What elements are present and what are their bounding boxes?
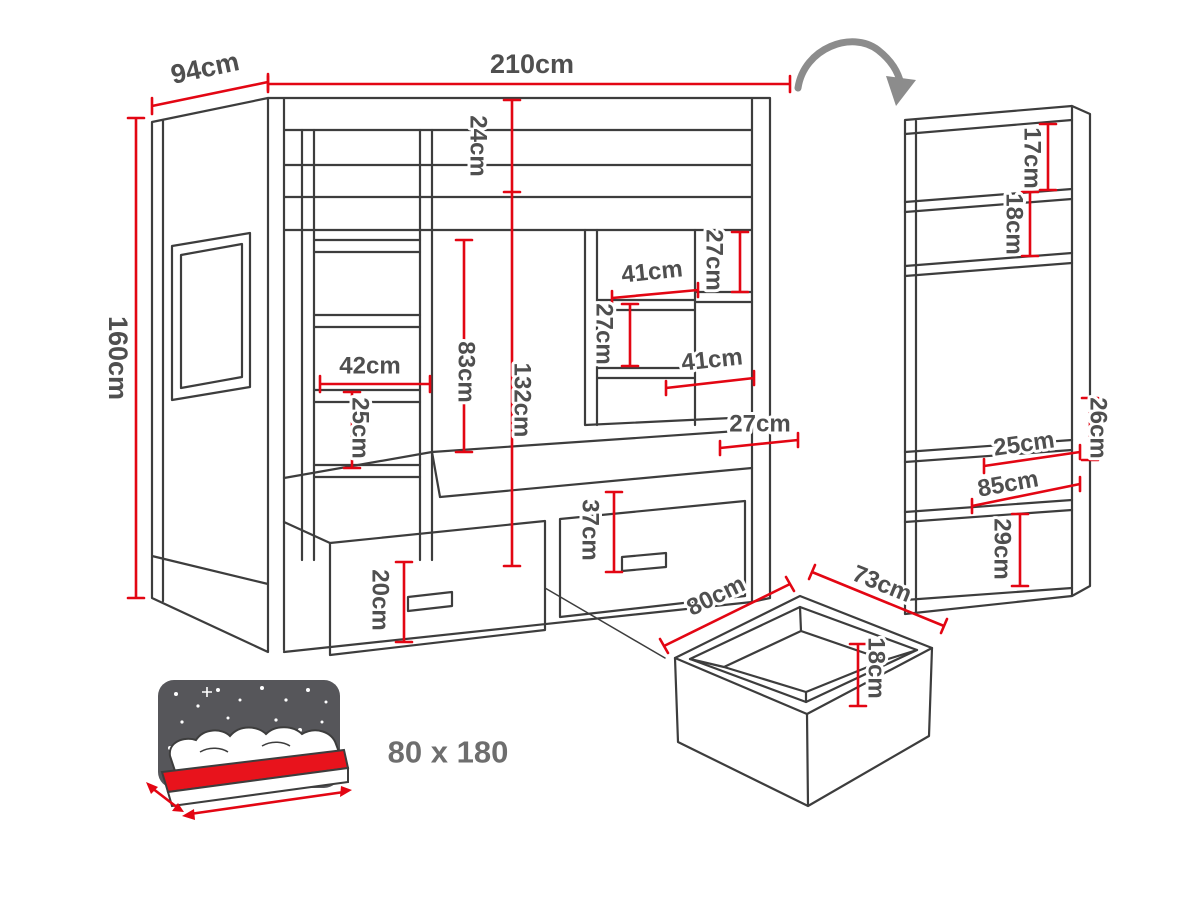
rotate-arrow-curve xyxy=(794,38,905,92)
dim-drawer-80: 80cm xyxy=(682,570,749,621)
dimline-83 xyxy=(454,238,474,454)
side-view-cabinet xyxy=(903,104,1092,616)
dimline-shelf-41b xyxy=(664,369,756,397)
dimline-drawer-80 xyxy=(658,575,796,655)
drawer-handles xyxy=(406,551,668,613)
bed-line-art xyxy=(150,96,1092,808)
dimline-shelf-41a xyxy=(610,281,700,307)
dim-side-17: 17cm xyxy=(1019,127,1046,188)
dim-side-26: 26cm xyxy=(1085,397,1112,458)
dimline-rail-24 xyxy=(502,98,522,194)
dimline-shelf-27a xyxy=(730,230,750,294)
cabinet-shelves xyxy=(903,118,1074,602)
dimline-shelf-depth-27 xyxy=(718,431,800,457)
rotate-arrow-head xyxy=(886,76,916,106)
ladder-rails xyxy=(300,128,434,562)
dim-depth-94: 94cm xyxy=(168,46,242,90)
dimline-side-25 xyxy=(982,443,1082,475)
dimension-labels: 94cm 210cm 160cm 24cm 132cm 83cm 42cm 25… xyxy=(100,43,1115,770)
dimline-width-210 xyxy=(266,74,792,94)
shelf-unit xyxy=(583,228,754,427)
cabinet-outline xyxy=(903,104,1092,616)
dim-shelf-27b: 27cm xyxy=(591,303,618,364)
drawer-body xyxy=(673,646,934,808)
dim-step-25: 25cm xyxy=(347,397,374,458)
dim-side-29: 29cm xyxy=(989,518,1016,579)
dim-side-18: 18cm xyxy=(1001,193,1028,254)
dimline-side-26 xyxy=(1080,396,1100,462)
drawer-box xyxy=(673,594,934,808)
dim-shelf-depth-27: 27cm xyxy=(729,411,790,438)
panel-window xyxy=(170,231,252,402)
dimline-plinth-20 xyxy=(394,560,414,644)
duvet-folds xyxy=(199,741,291,753)
dim-shelf-27a: 27cm xyxy=(701,229,728,290)
dim-drawer-18: 18cm xyxy=(863,637,890,698)
dim-plinth-20: 20cm xyxy=(367,569,394,630)
ladder xyxy=(300,128,434,562)
dimline-step-25 xyxy=(342,390,362,470)
seat-lines xyxy=(282,428,754,545)
dimline-drawer-73 xyxy=(807,563,949,635)
dim-shelf-41b: 41cm xyxy=(680,343,744,376)
dim-width-210: 210cm xyxy=(490,49,574,79)
bottom-bed xyxy=(282,428,754,657)
dimline-side-18 xyxy=(1020,190,1040,258)
dimline-side-17 xyxy=(1038,122,1058,192)
drawer-floor xyxy=(688,605,919,704)
rotate-arrow-icon xyxy=(794,38,916,106)
top-bunk xyxy=(266,96,772,652)
dim-height-160: 160cm xyxy=(103,316,133,400)
dimline-ladder-42 xyxy=(318,374,432,394)
dim-rail-24: 24cm xyxy=(465,115,492,176)
dimline-shelf-27b xyxy=(620,302,640,368)
dim-83: 83cm xyxy=(453,341,480,402)
mattress-icon xyxy=(146,680,352,820)
panel-outline xyxy=(150,96,270,654)
dimline-drawerfront-37 xyxy=(604,490,624,574)
dim-drawerfront-37: 37cm xyxy=(577,499,604,560)
dimline-side-85 xyxy=(970,475,1082,515)
shelf-unit-lines xyxy=(583,228,754,427)
mattress-size-label: 80 x 180 xyxy=(388,735,509,770)
dim-132: 132cm xyxy=(509,363,536,438)
ladder-steps xyxy=(312,238,422,479)
dimline-132 xyxy=(502,190,522,568)
drawer-fronts xyxy=(282,499,754,657)
drawer-rim xyxy=(673,594,934,716)
top-bunk-lines xyxy=(266,96,772,652)
dimension-lines xyxy=(126,72,1100,708)
dim-shelf-41a: 41cm xyxy=(620,255,684,288)
dimline-height-160 xyxy=(126,116,146,600)
dimline-side-29 xyxy=(1010,512,1030,588)
dimline-drawer-18 xyxy=(848,642,868,708)
dim-ladder-42: 42cm xyxy=(339,353,400,380)
bed-left-panel xyxy=(150,96,270,654)
mattress-measure-arrows xyxy=(146,782,352,820)
drawer-leader-line xyxy=(544,587,666,659)
